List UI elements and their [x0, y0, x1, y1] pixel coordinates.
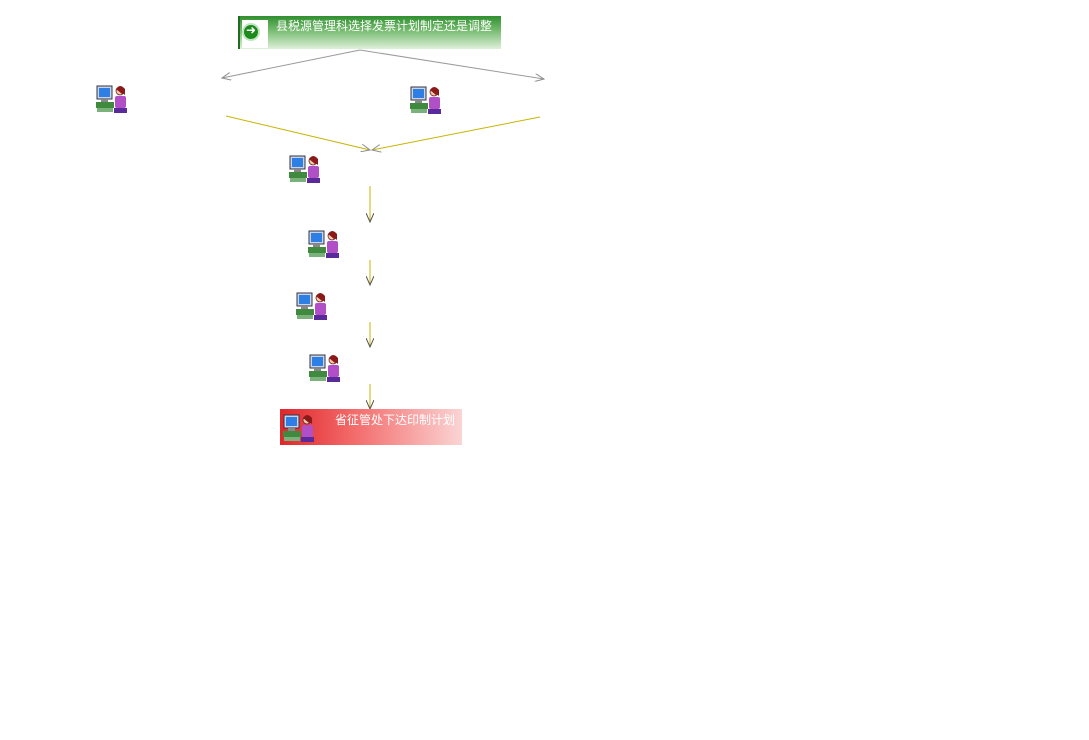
edge-right-merge [372, 116, 541, 150]
computer-user-icon[interactable] [307, 228, 341, 260]
computer-user-icon[interactable] [409, 84, 443, 116]
end-node[interactable]: 省征管处下达印制计划 [280, 409, 462, 445]
edge-start-right [359, 49, 544, 79]
computer-user-icon[interactable] [308, 352, 342, 384]
edge-start-left [222, 49, 361, 78]
computer-user-icon [283, 414, 314, 442]
arrow-right-icon [242, 23, 260, 41]
start-node[interactable]: 县税源管理科选择发票计划制定还是调整 [238, 16, 501, 49]
end-node-label: 省征管处下达印制计划 [335, 413, 456, 427]
start-node-label: 县税源管理科选择发票计划制定还是调整 [276, 19, 493, 33]
computer-user-icon[interactable] [95, 83, 129, 115]
computer-user-icon[interactable] [288, 153, 322, 185]
computer-user-icon[interactable] [295, 290, 329, 322]
edge-left-merge [225, 115, 370, 150]
